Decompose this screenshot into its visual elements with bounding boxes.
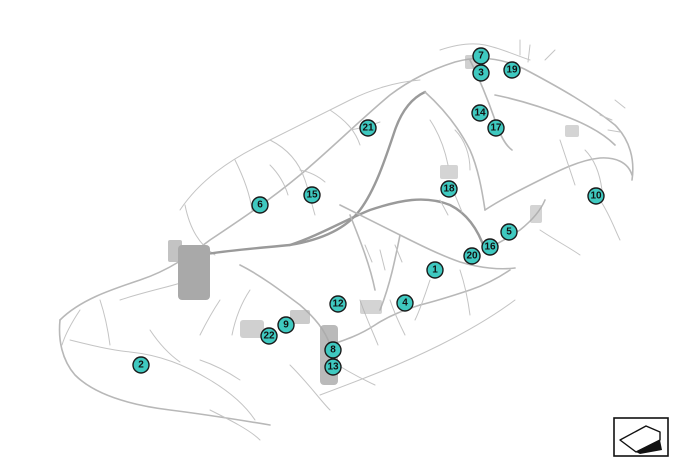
callout-7[interactable]: 7 — [472, 47, 490, 65]
svg-text:13: 13 — [327, 362, 339, 373]
svg-text:4: 4 — [402, 298, 408, 309]
callout-17[interactable]: 17 — [487, 119, 505, 137]
callout-16[interactable]: 16 — [481, 238, 499, 256]
callout-5[interactable]: 5 — [500, 223, 518, 241]
svg-text:18: 18 — [443, 184, 455, 195]
svg-text:3: 3 — [478, 68, 484, 79]
svg-text:16: 16 — [484, 242, 496, 253]
svg-text:20: 20 — [466, 251, 478, 262]
callout-19[interactable]: 19 — [503, 61, 521, 79]
roof-harness — [179, 79, 421, 256]
svg-text:9: 9 — [283, 320, 289, 331]
svg-text:19: 19 — [506, 65, 518, 76]
svg-text:7: 7 — [478, 51, 484, 62]
svg-text:17: 17 — [490, 123, 502, 134]
harness-outline — [58, 57, 634, 441]
svg-text:14: 14 — [474, 108, 486, 119]
callout-13[interactable]: 13 — [324, 358, 342, 376]
callout-6[interactable]: 6 — [251, 196, 269, 214]
callout-14[interactable]: 14 — [471, 104, 489, 122]
callout-20[interactable]: 20 — [463, 247, 481, 265]
callout-4[interactable]: 4 — [396, 294, 414, 312]
component-cluster — [168, 55, 579, 385]
callout-1[interactable]: 1 — [426, 261, 444, 279]
svg-text:15: 15 — [306, 190, 318, 201]
svg-text:12: 12 — [332, 299, 344, 310]
vehicle-orientation-icon — [613, 417, 669, 457]
svg-text:2: 2 — [138, 360, 144, 371]
harness-branches — [61, 39, 626, 386]
svg-text:6: 6 — [257, 200, 263, 211]
callout-21[interactable]: 21 — [359, 119, 377, 137]
svg-text:8: 8 — [330, 345, 336, 356]
svg-text:22: 22 — [263, 331, 275, 342]
callout-12[interactable]: 12 — [329, 295, 347, 313]
callout-9[interactable]: 9 — [277, 316, 295, 334]
callout-markers: 7 3 19 14 17 21 18 10 15 6 5 — [132, 47, 605, 376]
callout-8[interactable]: 8 — [324, 341, 342, 359]
callout-15[interactable]: 15 — [303, 186, 321, 204]
svg-text:10: 10 — [590, 191, 602, 202]
callout-10[interactable]: 10 — [587, 187, 605, 205]
callout-2[interactable]: 2 — [132, 356, 150, 374]
callout-22[interactable]: 22 — [260, 327, 278, 345]
svg-text:5: 5 — [506, 227, 512, 238]
callout-3[interactable]: 3 — [472, 64, 490, 82]
svg-text:21: 21 — [362, 123, 374, 134]
svg-text:1: 1 — [432, 265, 438, 276]
callout-18[interactable]: 18 — [440, 180, 458, 198]
